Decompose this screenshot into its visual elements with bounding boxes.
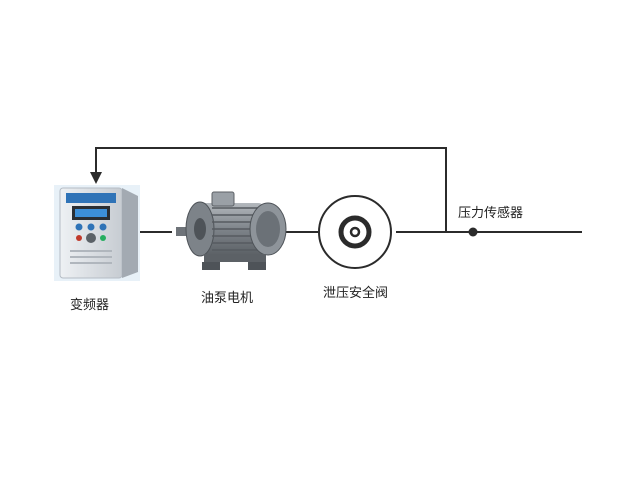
inverter-image [54,185,140,281]
pressure-sensor-label: 压力传感器 [458,202,523,221]
relief-valve-label: 泄压安全阀 [323,282,388,301]
feedback-arrowhead [90,172,102,184]
inverter-label: 变频器 [70,294,109,313]
sensor-junction-dot [469,228,478,237]
pump-motor-image [176,192,286,270]
relief-valve-symbol [319,196,391,268]
pump-motor-label: 油泵电机 [201,287,253,306]
